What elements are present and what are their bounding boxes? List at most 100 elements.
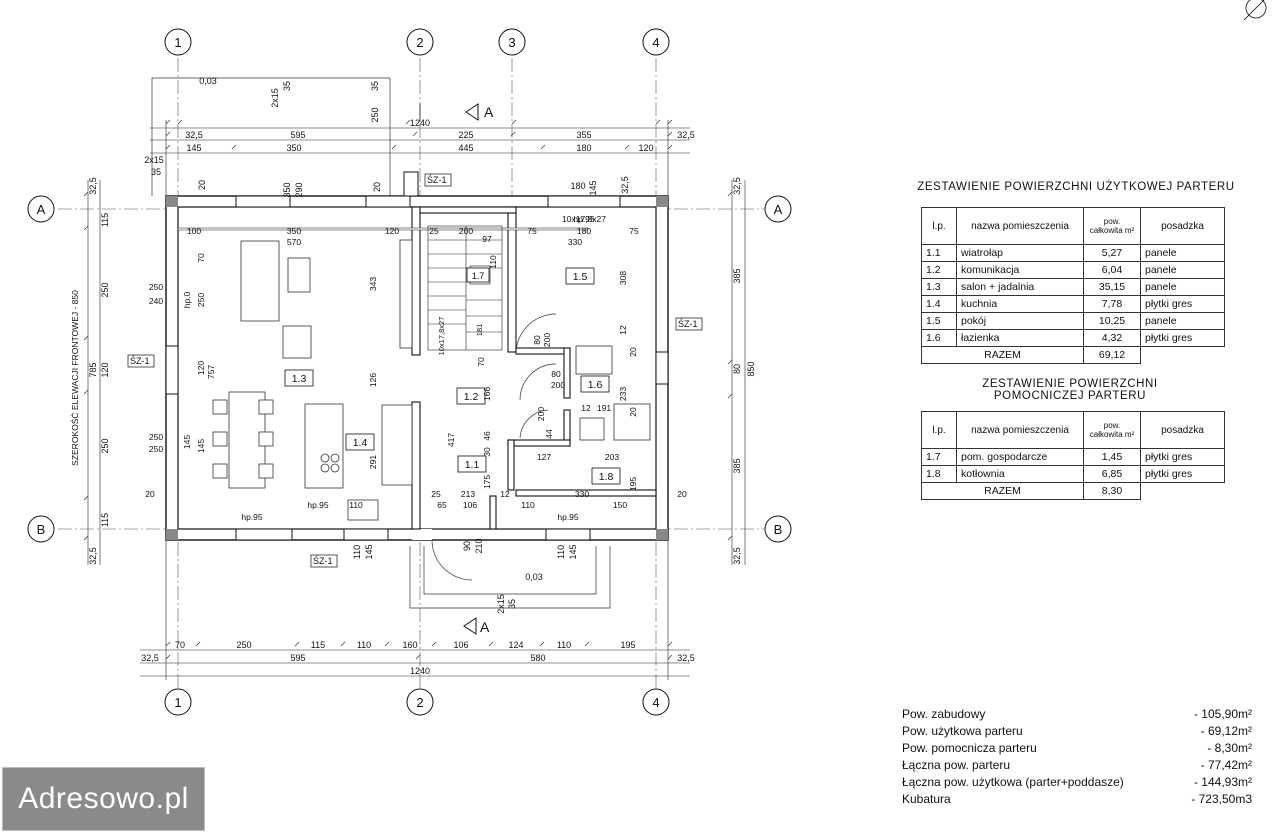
dimension-text: 25 <box>431 489 441 499</box>
dimension-text: 2x15 <box>270 88 280 108</box>
dimension-text: 308 <box>618 271 628 285</box>
furniture <box>212 239 651 521</box>
dimension-text: 180 <box>576 143 591 153</box>
table-header-row: l.p. nazwa pomieszczenia pow. całkowita … <box>921 411 1225 449</box>
room-number: 1.2 <box>464 391 479 403</box>
dimension-text: 150 <box>613 500 627 510</box>
summary-row: Kubatura- 723,50m3 <box>902 791 1252 808</box>
dimension-text: 70 <box>175 640 185 650</box>
summary-label: Łączna pow. użytkowa (parter+poddasze) <box>902 775 1124 789</box>
summary-label: Pow. użytkowa parteru <box>902 724 1023 738</box>
axis-label: 1 <box>174 35 181 50</box>
cell: kotłownia <box>956 465 1084 483</box>
table2-title-line1: ZESTAWIENIE POWIERZCHNI <box>982 378 1158 390</box>
dimension-text: 175 <box>482 475 492 489</box>
cell: panele <box>1140 261 1225 279</box>
dimension-text: 120 <box>100 362 110 377</box>
north-arrow-icon <box>1243 0 1267 21</box>
section-label: A <box>480 619 490 635</box>
dimension-text: 70 <box>196 253 206 263</box>
dimension-text: 80 <box>732 364 742 374</box>
dimension-text: 250 <box>100 282 110 297</box>
dimension-text: 445 <box>458 143 473 153</box>
summary-value: - 69,12m² <box>1200 724 1252 738</box>
dimension-text: 1240 <box>410 666 430 676</box>
summary-label: Kubatura <box>902 792 951 806</box>
dimension-text: 35 <box>370 81 380 91</box>
dimension-text: 32,5 <box>141 653 159 663</box>
interior-dimensions: 100 350 570 120 25 200 97 75 330 180 75 … <box>145 214 687 522</box>
dimension-text: 250 <box>149 282 163 292</box>
dimension-text: 115 <box>100 213 110 227</box>
dimension-text: 44 <box>544 429 554 439</box>
col-name: nazwa pomieszczenia <box>956 411 1084 449</box>
summary-value: - 77,42m² <box>1200 758 1252 772</box>
dimension-text: 1240 <box>410 118 430 128</box>
dimension-text: 166 <box>482 387 492 401</box>
watermark-logo: Adresowo.pl <box>2 767 205 831</box>
cell: pokój <box>956 312 1084 330</box>
cell: wiatrołap <box>956 244 1084 262</box>
dimension-text: hp.95 <box>307 500 329 510</box>
room-number: 1.8 <box>599 471 614 483</box>
dimension-text: 250 <box>370 107 380 122</box>
dimension-text: 145 <box>364 544 374 559</box>
dimension-text: 32,5 <box>88 177 98 195</box>
summary-label: Pow. zabudowy <box>902 707 986 721</box>
dimension-text: 195 <box>628 477 638 491</box>
door-swings <box>431 313 557 581</box>
dimension-text: 355 <box>576 130 591 140</box>
dimension-text: 20 <box>372 182 382 192</box>
dimension-text: 240 <box>149 296 163 306</box>
dimension-text: hp.0 <box>182 291 192 308</box>
bottom-dimensions: 70 250 115 110 160 106 124 110 195 32,5 … <box>141 538 695 676</box>
dimension-text: 757 <box>206 365 216 379</box>
window-mark: ŚZ-1 <box>130 355 150 366</box>
dimension-text: 32,5 <box>88 547 98 565</box>
dimension-text: 120 <box>638 143 653 153</box>
cell: 1.3 <box>921 278 957 296</box>
dimension-text: 850 <box>746 361 756 376</box>
axis-label: 4 <box>652 695 659 710</box>
dimension-text: hp.95 <box>557 512 579 522</box>
dimension-text: 385 <box>732 458 742 473</box>
cell: 6,04 <box>1083 261 1141 279</box>
stair-spec: 181 <box>475 324 484 337</box>
table-header-row: l.p. nazwa pomieszczenia pow. całkowita … <box>921 207 1225 245</box>
facade-width-label: SZEROKOŚĆ ELEWACJI FRONTOWEJ - 850 <box>69 290 80 466</box>
total-value: 69,12 <box>1083 346 1141 364</box>
dimension-text: hp.95 <box>241 512 263 522</box>
dimension-text: 145 <box>568 544 578 559</box>
dimension-text: 35 <box>151 167 161 177</box>
cell: 1.8 <box>921 465 957 483</box>
axis-label: 2 <box>416 695 423 710</box>
cell: 1.1 <box>921 244 957 262</box>
col-area: pow. całkowita m² <box>1083 207 1141 245</box>
dimension-text: 32,5 <box>620 176 630 194</box>
summary-value: - 8,30m² <box>1207 741 1252 755</box>
table2-title-line2: POMOCNICZEJ PARTERU <box>993 390 1147 402</box>
col-area: pow. całkowita m² <box>1083 411 1141 449</box>
cell: płytki gres <box>1140 329 1225 347</box>
axis-label: 2 <box>416 35 423 50</box>
dimension-text: 200 <box>542 333 552 347</box>
dimension-text: 80 <box>532 335 542 345</box>
dimension-text: 20 <box>197 180 207 190</box>
dimension-text: 35 <box>282 81 292 91</box>
summary-row: Łączna pow. użytkowa (parter+poddasze)- … <box>902 774 1252 791</box>
dimension-text: 145 <box>588 180 598 195</box>
room-number: 1.1 <box>465 459 480 471</box>
dimension-text: 291 <box>368 455 378 469</box>
dimension-text: 350 <box>287 226 301 236</box>
axis-label: B <box>774 522 783 537</box>
cell: panele <box>1140 244 1225 262</box>
dimension-text: 191 <box>597 403 611 413</box>
summary-row: Pow. użytkowa parteru - 69,12m² <box>902 723 1252 740</box>
axis-label: 4 <box>652 35 659 50</box>
dimension-text: 30 <box>482 447 492 457</box>
room-number: 1.3 <box>292 373 307 385</box>
cell: 5,27 <box>1083 244 1141 262</box>
window-mark: ŚZ-1 <box>427 174 447 185</box>
dimension-text: 97 <box>482 234 492 244</box>
